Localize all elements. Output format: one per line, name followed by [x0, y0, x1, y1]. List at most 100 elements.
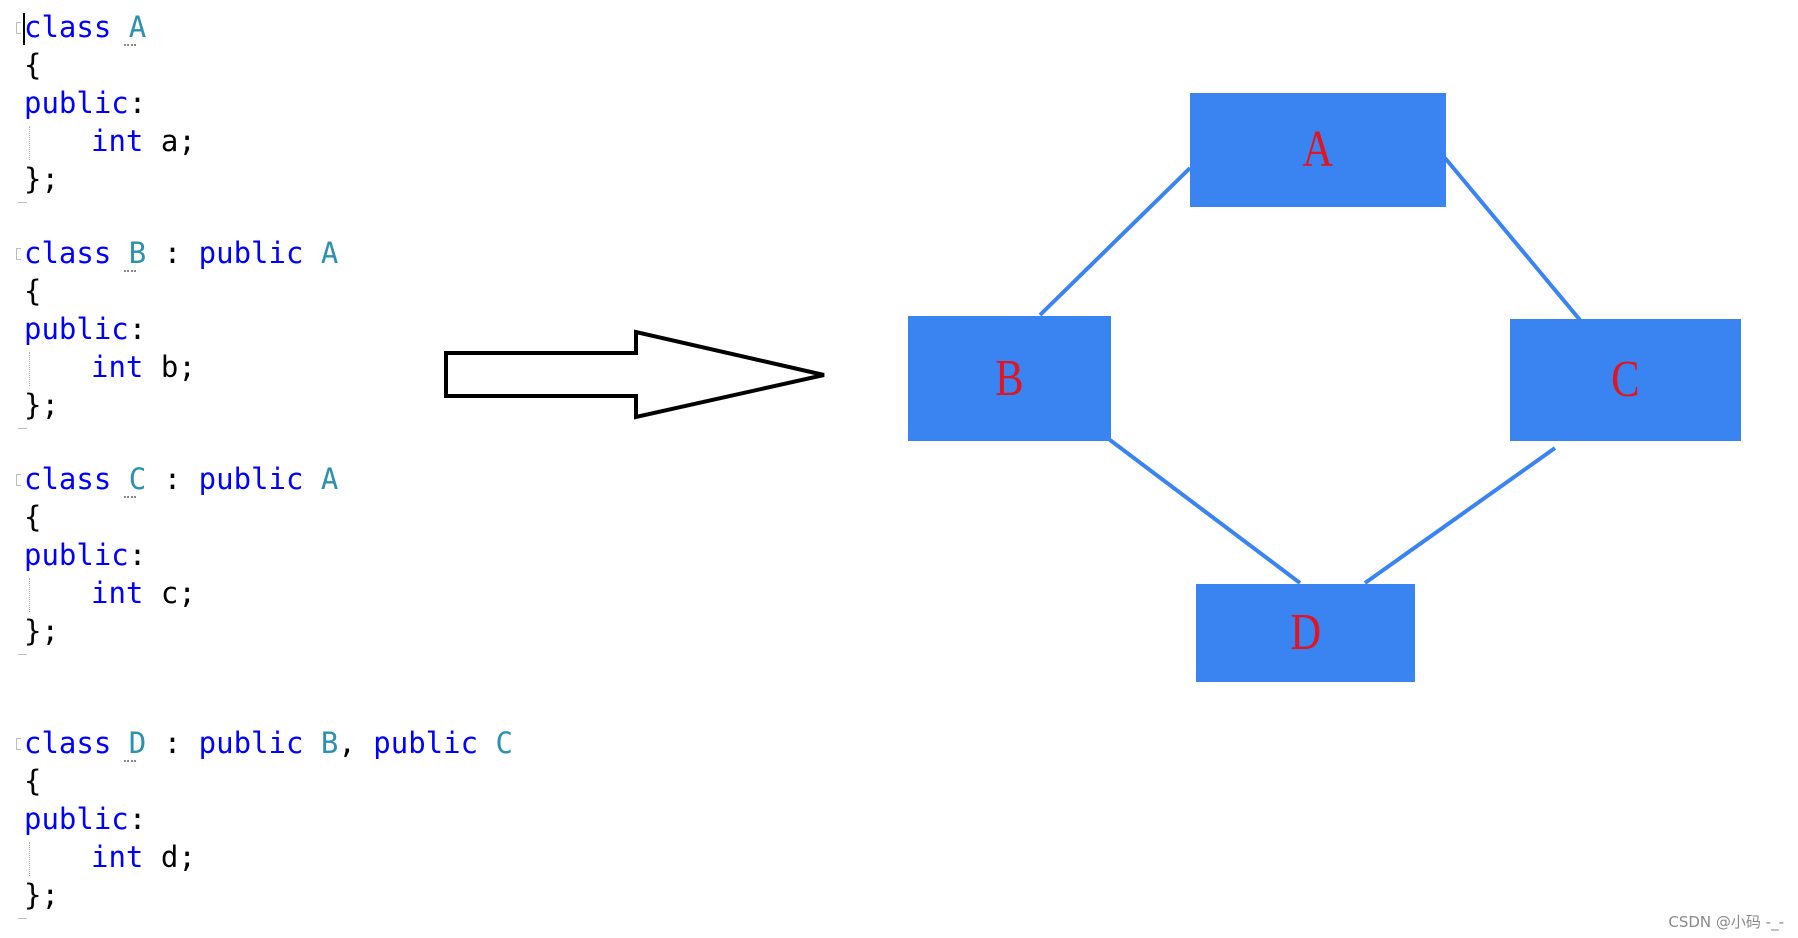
fold-marker-icon[interactable] — [16, 248, 21, 260]
node-c: C — [1510, 319, 1741, 441]
node-a: A — [1190, 93, 1446, 207]
punctuation-token: }; — [24, 388, 59, 422]
punctuation-token: ; — [178, 576, 196, 610]
squiggle-underline — [124, 496, 136, 498]
code-line: public: — [0, 310, 600, 348]
identifier-token: c — [160, 576, 179, 610]
keyword-token: public — [24, 802, 129, 836]
type-name-token: B — [320, 726, 339, 760]
keyword-token: class — [24, 236, 112, 270]
code-line: public: — [0, 800, 600, 838]
indent-guide — [29, 126, 30, 160]
identifier-token: b — [160, 350, 179, 384]
node-b: B — [908, 316, 1111, 441]
code-line: public: — [0, 536, 600, 574]
fold-end-marker — [18, 918, 27, 919]
code-line: { — [0, 498, 600, 536]
code-line: }; — [0, 386, 600, 424]
watermark: CSDN @小码 -_- — [1668, 913, 1784, 931]
code-line: { — [0, 46, 600, 84]
type-name-token: B — [128, 236, 147, 270]
type-name-token: C — [495, 726, 513, 760]
keyword-token: public — [198, 726, 304, 760]
edge-a-b — [1038, 166, 1192, 317]
punctuation-token: { — [24, 274, 42, 308]
edge-c-d — [1363, 446, 1557, 585]
type-name-token: A — [320, 462, 339, 496]
punctuation-token: ; — [178, 124, 196, 158]
keyword-token: int — [91, 350, 144, 384]
code-line: }; — [0, 160, 600, 198]
keyword-token: public — [198, 236, 304, 270]
node-d-label: D — [1290, 604, 1321, 661]
indent-guide — [29, 578, 30, 612]
code-line: int a; — [0, 122, 600, 160]
punctuation-token: : — [128, 86, 147, 120]
edge-a-c — [1443, 156, 1582, 322]
squiggle-underline — [124, 270, 136, 272]
code-line: class B : public A — [0, 234, 600, 272]
type-name-token: A — [320, 236, 339, 270]
node-c-label: C — [1611, 351, 1640, 408]
code-line: int c; — [0, 574, 600, 612]
keyword-token: int — [91, 840, 144, 874]
punctuation-token: : — [163, 236, 182, 270]
class-c-block: class C : public A{public:int c;}; — [0, 460, 600, 655]
code-line: }; — [0, 876, 600, 914]
fold-marker-icon[interactable] — [16, 738, 21, 750]
fold-marker-icon[interactable] — [16, 22, 21, 34]
keyword-token: int — [91, 124, 144, 158]
node-d: D — [1196, 584, 1415, 682]
keyword-token: public — [198, 462, 304, 496]
code-line: class D : public B, public C — [0, 724, 600, 762]
arrow-right-icon — [444, 329, 825, 420]
identifier-token: d — [160, 840, 179, 874]
code-line: { — [0, 272, 600, 310]
edge-b-d — [1108, 438, 1302, 585]
class-a-block: class A{public:int a;}; — [0, 8, 600, 203]
fold-marker-icon[interactable] — [16, 474, 21, 486]
punctuation-token: { — [24, 500, 42, 534]
punctuation-token: : — [163, 462, 182, 496]
class-d-block: class D : public B, public C{public:int … — [0, 724, 600, 919]
fold-end-marker — [18, 428, 27, 429]
keyword-token: class — [24, 726, 112, 760]
node-b-label: B — [995, 349, 1024, 407]
punctuation-token: }; — [24, 878, 59, 912]
fold-end-marker — [18, 654, 27, 655]
type-name-token: D — [128, 726, 147, 760]
code-line: class A — [0, 8, 600, 46]
keyword-token: class — [24, 10, 112, 44]
type-name-token: C — [128, 462, 147, 496]
code-line: }; — [0, 612, 600, 650]
punctuation-token: , — [338, 726, 356, 760]
keyword-token: public — [24, 312, 129, 346]
text-caret — [23, 13, 25, 45]
fold-end-marker — [18, 202, 27, 203]
punctuation-token: : — [128, 802, 147, 836]
punctuation-token: ; — [178, 840, 196, 874]
keyword-token: class — [24, 462, 112, 496]
squiggle-underline — [124, 760, 136, 762]
type-name-token: A — [128, 10, 147, 44]
code-line: int b; — [0, 348, 600, 386]
code-line: int d; — [0, 838, 600, 876]
keyword-token: public — [373, 726, 479, 760]
code-line: public: — [0, 84, 600, 122]
indent-guide — [29, 352, 30, 386]
punctuation-token: : — [163, 726, 182, 760]
punctuation-token: { — [24, 764, 42, 798]
keyword-token: public — [24, 86, 129, 120]
punctuation-token: { — [24, 48, 42, 82]
punctuation-token: : — [128, 538, 147, 572]
punctuation-token: ; — [178, 350, 196, 384]
code-line: class C : public A — [0, 460, 600, 498]
node-a-label: A — [1302, 121, 1334, 178]
keyword-token: public — [24, 538, 129, 572]
punctuation-token: }; — [24, 614, 59, 648]
punctuation-token: : — [128, 312, 147, 346]
identifier-token: a — [160, 124, 179, 158]
class-b-block: class B : public A{public:int b;}; — [0, 234, 600, 429]
